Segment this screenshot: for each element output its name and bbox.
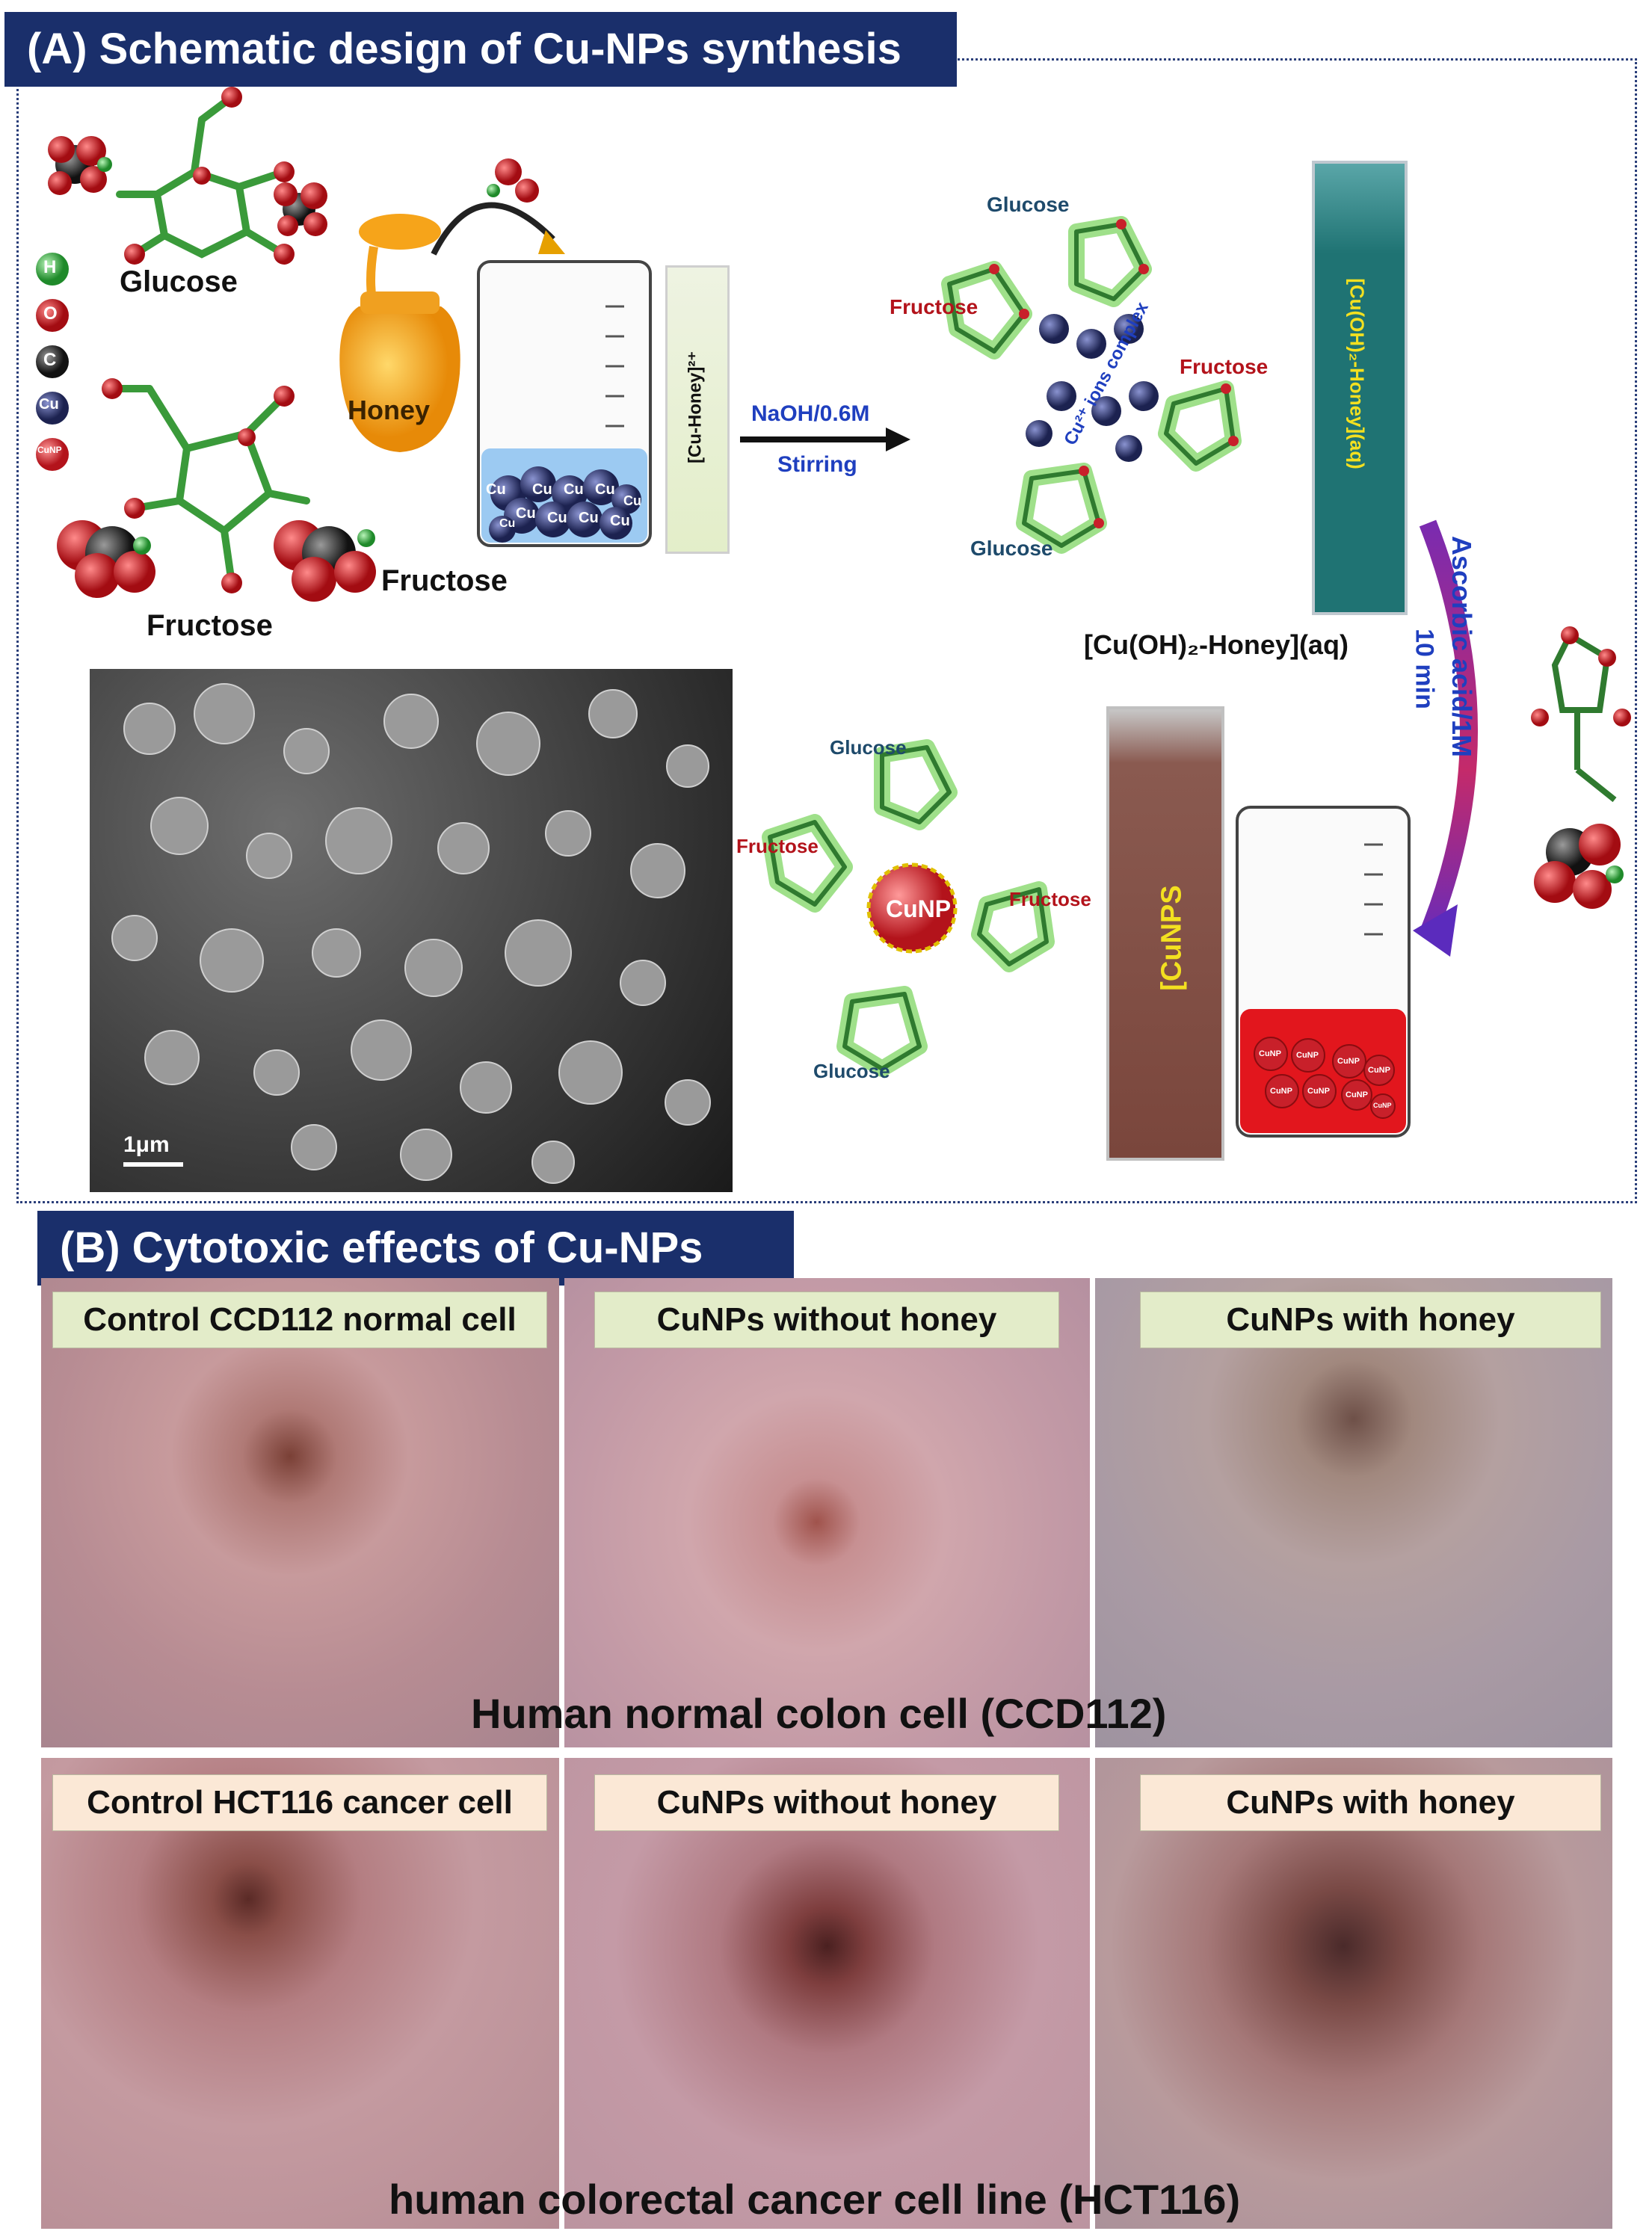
complex-fructose-left: Fructose bbox=[890, 295, 978, 318]
legend-o: O bbox=[43, 303, 58, 324]
complex-glucose-bottom: Glucose bbox=[970, 537, 1053, 560]
arrow-top-label: NaOH/0.6M bbox=[751, 401, 870, 426]
glucose-label: Glucose bbox=[120, 265, 238, 298]
beaker-cunps bbox=[1226, 792, 1420, 1151]
atom-legend-graphic bbox=[36, 253, 69, 471]
cu-particle: Cu bbox=[516, 505, 536, 522]
cuvette-cu-honey bbox=[665, 265, 730, 554]
micrograph-control-ccd112 bbox=[41, 1278, 559, 1747]
glucose-molecule bbox=[45, 82, 344, 277]
legend-h: H bbox=[43, 257, 57, 277]
cu-honey-complex bbox=[904, 179, 1263, 583]
reaction-arrow bbox=[740, 425, 912, 454]
label-hct116-with-honey: CuNPs with honey bbox=[1140, 1774, 1601, 1831]
cuvette-cunps-label: [CuNPS bbox=[1156, 885, 1188, 991]
complex-fructose-right: Fructose bbox=[1180, 355, 1269, 378]
micrograph-ccd112-cunps-with-honey bbox=[1095, 1278, 1612, 1747]
cunp-particle: CuNP bbox=[1307, 1087, 1330, 1096]
cunp-particle: CuNP bbox=[1368, 1066, 1390, 1075]
water-addition-arrow bbox=[419, 149, 583, 269]
row2-caption: human colorectal cancer cell line (HCT11… bbox=[389, 2176, 1241, 2223]
complex-caption: [Cu(OH)₂-Honey](aq) bbox=[1084, 629, 1349, 660]
cu-particle: Cu bbox=[499, 517, 516, 530]
label-ccd112-with-honey: CuNPs with honey bbox=[1140, 1292, 1601, 1348]
sem-scale-label: 1μm bbox=[123, 1132, 170, 1157]
cu-particle: Cu bbox=[579, 510, 599, 526]
cu-particle: Cu bbox=[610, 513, 630, 529]
cunp-particle: CuNP bbox=[1373, 1102, 1392, 1109]
micrograph-hct116-cunps-without-honey bbox=[564, 1758, 1090, 2229]
honey-label: Honey bbox=[348, 395, 431, 425]
cu-particle: Cu bbox=[547, 510, 567, 526]
arrow-bottom-label: Stirring bbox=[777, 452, 857, 477]
cuvette-cu-oh-honey bbox=[1312, 161, 1408, 615]
micrograph-ccd112-cunps-without-honey bbox=[564, 1278, 1090, 1747]
ascorbic-acid-arrow bbox=[1413, 516, 1525, 964]
cu-particle: Cu bbox=[564, 481, 584, 498]
legend-c: C bbox=[43, 350, 57, 370]
cunp-complex bbox=[740, 718, 1099, 1106]
cu-particle: Cu bbox=[623, 493, 641, 508]
label-control-ccd112: Control CCD112 normal cell bbox=[52, 1292, 547, 1348]
cu-particle: Cu bbox=[486, 481, 506, 498]
cunp-particle: CuNP bbox=[1337, 1057, 1360, 1066]
fructose-molecule bbox=[52, 366, 389, 613]
fructose-label-left: Fructose bbox=[147, 609, 273, 642]
legend-cu: Cu bbox=[39, 396, 59, 413]
micrograph-hct116-cunps-with-honey bbox=[1095, 1758, 1612, 2229]
label-ccd112-without-honey: CuNPs without honey bbox=[594, 1292, 1059, 1348]
label-hct116-without-honey: CuNPs without honey bbox=[594, 1774, 1059, 1831]
cunp-particle: CuNP bbox=[1259, 1049, 1281, 1058]
section-a-title: (A) Schematic design of Cu-NPs synthesis bbox=[4, 12, 957, 87]
cunp-particle: CuNP bbox=[1346, 1090, 1368, 1099]
label-control-hct116: Control HCT116 cancer cell bbox=[52, 1774, 547, 1831]
cuvette-cu-oh-honey-label: [Cu(OH)₂-Honey](aq) bbox=[1346, 278, 1369, 469]
complex-glucose-top: Glucose bbox=[987, 193, 1070, 216]
honey-jar bbox=[329, 202, 471, 456]
cunp-fructose-left: Fructose bbox=[736, 835, 819, 857]
sem-scale-bar bbox=[123, 1162, 183, 1167]
cunp-center-label: CuNP bbox=[886, 895, 952, 922]
cunp-particle: CuNP bbox=[1296, 1051, 1319, 1060]
legend-cunp: CuNP bbox=[37, 445, 62, 455]
sem-particles bbox=[111, 683, 711, 1184]
beaker-cu-honey bbox=[463, 247, 665, 561]
fructose-label-right: Fructose bbox=[381, 564, 508, 597]
cunp-glucose-top: Glucose bbox=[830, 736, 907, 759]
ascorbic-acid-molecule bbox=[1525, 605, 1645, 949]
cuvette-cu-honey-label: [Cu-Honey]²⁺ bbox=[685, 351, 706, 463]
cu-particle: Cu bbox=[532, 481, 552, 498]
ascorbic-arrow-line1: Ascorbic acid/1M bbox=[1446, 535, 1477, 758]
section-b-title: (B) Cytotoxic effects of Cu-NPs bbox=[37, 1211, 794, 1286]
beaker-cunps-particle-labels: CuNP CuNP CuNP CuNP CuNP CuNP CuNP CuNP bbox=[1226, 792, 1420, 1151]
cu-particle: Cu bbox=[595, 481, 615, 498]
row1-caption: Human normal colon cell (CCD112) bbox=[471, 1690, 1167, 1737]
cunp-glucose-bottom: Glucose bbox=[813, 1060, 890, 1082]
atom-legend bbox=[28, 247, 81, 486]
cunp-particle: CuNP bbox=[1270, 1087, 1292, 1096]
ascorbic-arrow-line2: 10 min bbox=[1410, 629, 1439, 709]
beaker-cu-labels: Cu Cu Cu Cu Cu Cu Cu Cu Cu Cu bbox=[478, 471, 650, 553]
cuvette-cunps bbox=[1106, 706, 1224, 1161]
sem-micrograph: 1μm bbox=[90, 669, 733, 1192]
micrograph-control-hct116 bbox=[41, 1758, 559, 2229]
cunp-fructose-right: Fructose bbox=[1009, 888, 1091, 910]
